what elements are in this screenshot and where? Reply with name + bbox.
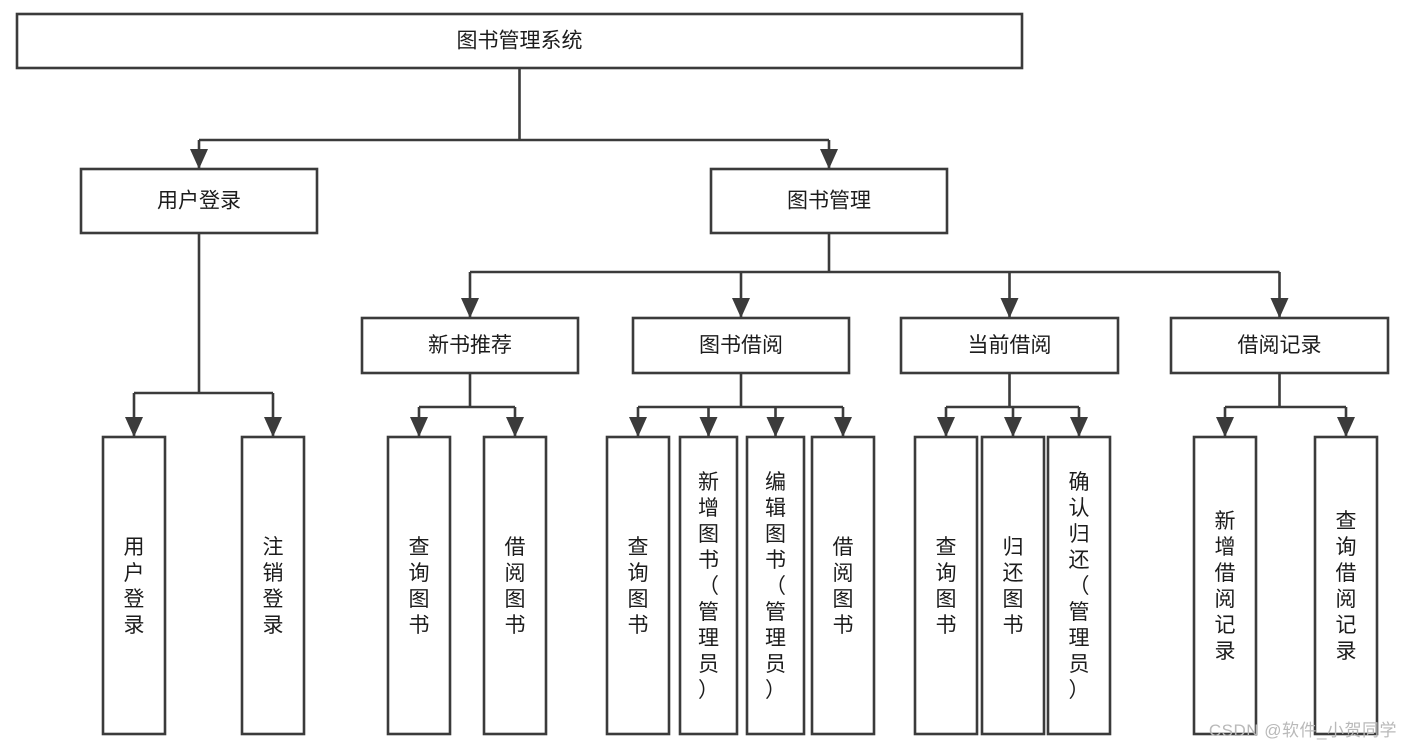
node-label-leaf-add-record: 新增借阅记录: [1215, 510, 1236, 663]
node-label-borrow-record: 借阅记录: [1238, 334, 1322, 357]
node-label-leaf-borrow-book-rec: 借阅图书: [505, 536, 526, 637]
node-leaf-add-book[interactable]: 新增图书（管理员）: [678, 435, 739, 736]
node-layer: 图书管理系统用户登录图书管理新书推荐图书借阅当前借阅借阅记录用户登录注销登录查询…: [15, 12, 1390, 736]
node-label-leaf-query-book-borrow: 查询图书: [628, 536, 649, 637]
arrow-head-icon: [190, 149, 208, 169]
node-label-leaf-return-book: 归还图书: [1003, 536, 1024, 637]
arrow-head-icon: [125, 417, 143, 437]
node-leaf-confirm-return[interactable]: 确认归还（管理员）: [1046, 435, 1112, 736]
node-leaf-user-login[interactable]: 用户登录: [101, 435, 167, 736]
node-book-manage[interactable]: 图书管理: [709, 167, 949, 235]
node-label-leaf-add-book: 新增图书（管理员）: [698, 471, 719, 702]
arrow-head-icon: [264, 417, 282, 437]
node-box-leaf-confirm-return[interactable]: [1046, 435, 1112, 736]
node-label-leaf-borrow-book: 借阅图书: [833, 536, 854, 637]
arrow-head-icon: [629, 417, 647, 437]
node-new-book-rec[interactable]: 新书推荐: [360, 316, 580, 375]
node-label-undefined: 图书管理系统: [457, 30, 583, 53]
node-leaf-borrow-book-rec[interactable]: 借阅图书: [482, 435, 548, 736]
node-box-leaf-borrow-book[interactable]: [810, 435, 876, 736]
node-box-book-borrow[interactable]: [631, 316, 851, 375]
node-leaf-query-record[interactable]: 查询借阅记录: [1313, 435, 1379, 736]
arrow-head-icon: [506, 417, 524, 437]
node-leaf-borrow-book[interactable]: 借阅图书: [810, 435, 876, 736]
node-leaf-add-record[interactable]: 新增借阅记录: [1192, 435, 1258, 736]
arrow-head-icon: [1216, 417, 1234, 437]
arrow-head-icon: [1070, 417, 1088, 437]
node-box-leaf-user-login[interactable]: [101, 435, 167, 736]
node-label-user-login: 用户登录: [157, 190, 241, 213]
node-label-leaf-edit-book: 编辑图书（管理员）: [765, 471, 786, 702]
node-label-leaf-query-book-cur: 查询图书: [936, 536, 957, 637]
node-box-book-manage[interactable]: [709, 167, 949, 235]
node-leaf-query-book-cur[interactable]: 查询图书: [913, 435, 979, 736]
node-box-leaf-query-record[interactable]: [1313, 435, 1379, 736]
connector-layer: [125, 68, 1355, 437]
node-box-undefined[interactable]: [15, 12, 1024, 70]
arrow-head-icon: [732, 298, 750, 318]
arrow-head-icon: [410, 417, 428, 437]
node-box-leaf-query-book-rec[interactable]: [386, 435, 452, 736]
node-undefined[interactable]: 图书管理系统: [15, 12, 1024, 70]
arrow-head-icon: [1337, 417, 1355, 437]
arrow-head-icon: [1004, 417, 1022, 437]
node-box-leaf-edit-book[interactable]: [745, 435, 806, 736]
node-label-leaf-confirm-return: 确认归还（管理员）: [1069, 471, 1090, 702]
node-label-new-book-rec: 新书推荐: [428, 334, 512, 357]
node-leaf-return-book[interactable]: 归还图书: [980, 435, 1046, 736]
node-box-leaf-query-book-borrow[interactable]: [605, 435, 671, 736]
node-box-leaf-add-book[interactable]: [678, 435, 739, 736]
node-label-book-borrow: 图书借阅: [699, 334, 783, 357]
node-box-leaf-add-record[interactable]: [1192, 435, 1258, 736]
arrow-head-icon: [820, 149, 838, 169]
node-box-leaf-logout[interactable]: [240, 435, 306, 736]
node-user-login[interactable]: 用户登录: [79, 167, 319, 235]
arrow-head-icon: [937, 417, 955, 437]
node-label-book-manage: 图书管理: [787, 190, 871, 213]
node-leaf-logout[interactable]: 注销登录: [240, 435, 306, 736]
node-label-leaf-query-book-rec: 查询图书: [409, 536, 430, 637]
arrow-head-icon: [461, 298, 479, 318]
arrow-head-icon: [1000, 298, 1019, 318]
node-box-borrow-record[interactable]: [1169, 316, 1390, 375]
arrow-head-icon: [766, 417, 785, 437]
arrow-head-icon: [1270, 298, 1289, 318]
node-box-leaf-query-book-cur[interactable]: [913, 435, 979, 736]
node-box-new-book-rec[interactable]: [360, 316, 580, 375]
node-box-leaf-return-book[interactable]: [980, 435, 1046, 736]
node-book-borrow[interactable]: 图书借阅: [631, 316, 851, 375]
node-box-user-login[interactable]: [79, 167, 319, 235]
node-borrow-record[interactable]: 借阅记录: [1169, 316, 1390, 375]
watermark: CSDN @软件_小贺同学: [1208, 721, 1397, 740]
node-box-current-borrow[interactable]: [899, 316, 1120, 375]
node-current-borrow[interactable]: 当前借阅: [899, 316, 1120, 375]
node-label-current-borrow: 当前借阅: [968, 334, 1052, 357]
node-label-leaf-user-login: 用户登录: [124, 536, 145, 637]
arrow-head-icon: [834, 417, 852, 437]
node-box-leaf-borrow-book-rec[interactable]: [482, 435, 548, 736]
node-leaf-query-book-rec[interactable]: 查询图书: [386, 435, 452, 736]
arrow-head-icon: [699, 417, 718, 437]
node-label-leaf-query-record: 查询借阅记录: [1336, 510, 1357, 663]
node-leaf-edit-book[interactable]: 编辑图书（管理员）: [745, 435, 806, 736]
node-label-leaf-logout: 注销登录: [263, 536, 284, 637]
node-leaf-query-book-borrow[interactable]: 查询图书: [605, 435, 671, 736]
